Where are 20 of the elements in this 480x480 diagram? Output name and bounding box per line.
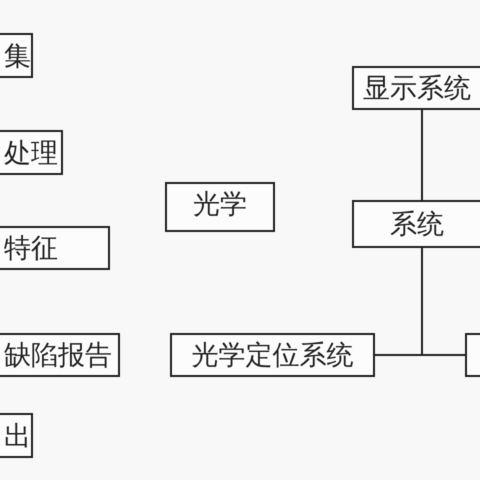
box-label: 集 [4, 40, 31, 74]
box-label: 特征 [4, 232, 58, 266]
process-box [0, 333, 120, 377]
process-box [465, 333, 480, 377]
connector-line [421, 110, 423, 200]
box-label: 出 [4, 420, 31, 454]
process-box [0, 33, 33, 78]
process-box [0, 130, 63, 175]
process-box [0, 226, 110, 270]
box-label: 光学定位系统 [192, 339, 354, 373]
process-box [352, 200, 480, 248]
box-label: 处理 [4, 136, 58, 170]
process-box [0, 413, 33, 458]
process-box [352, 66, 480, 110]
process-box [165, 182, 275, 232]
process-box [170, 333, 375, 377]
box-label: 系统 [390, 208, 444, 242]
box-label: 缺陷报告 [4, 339, 112, 373]
box-label: 显示系统 [363, 72, 471, 106]
box-label: 光学 [193, 188, 247, 222]
